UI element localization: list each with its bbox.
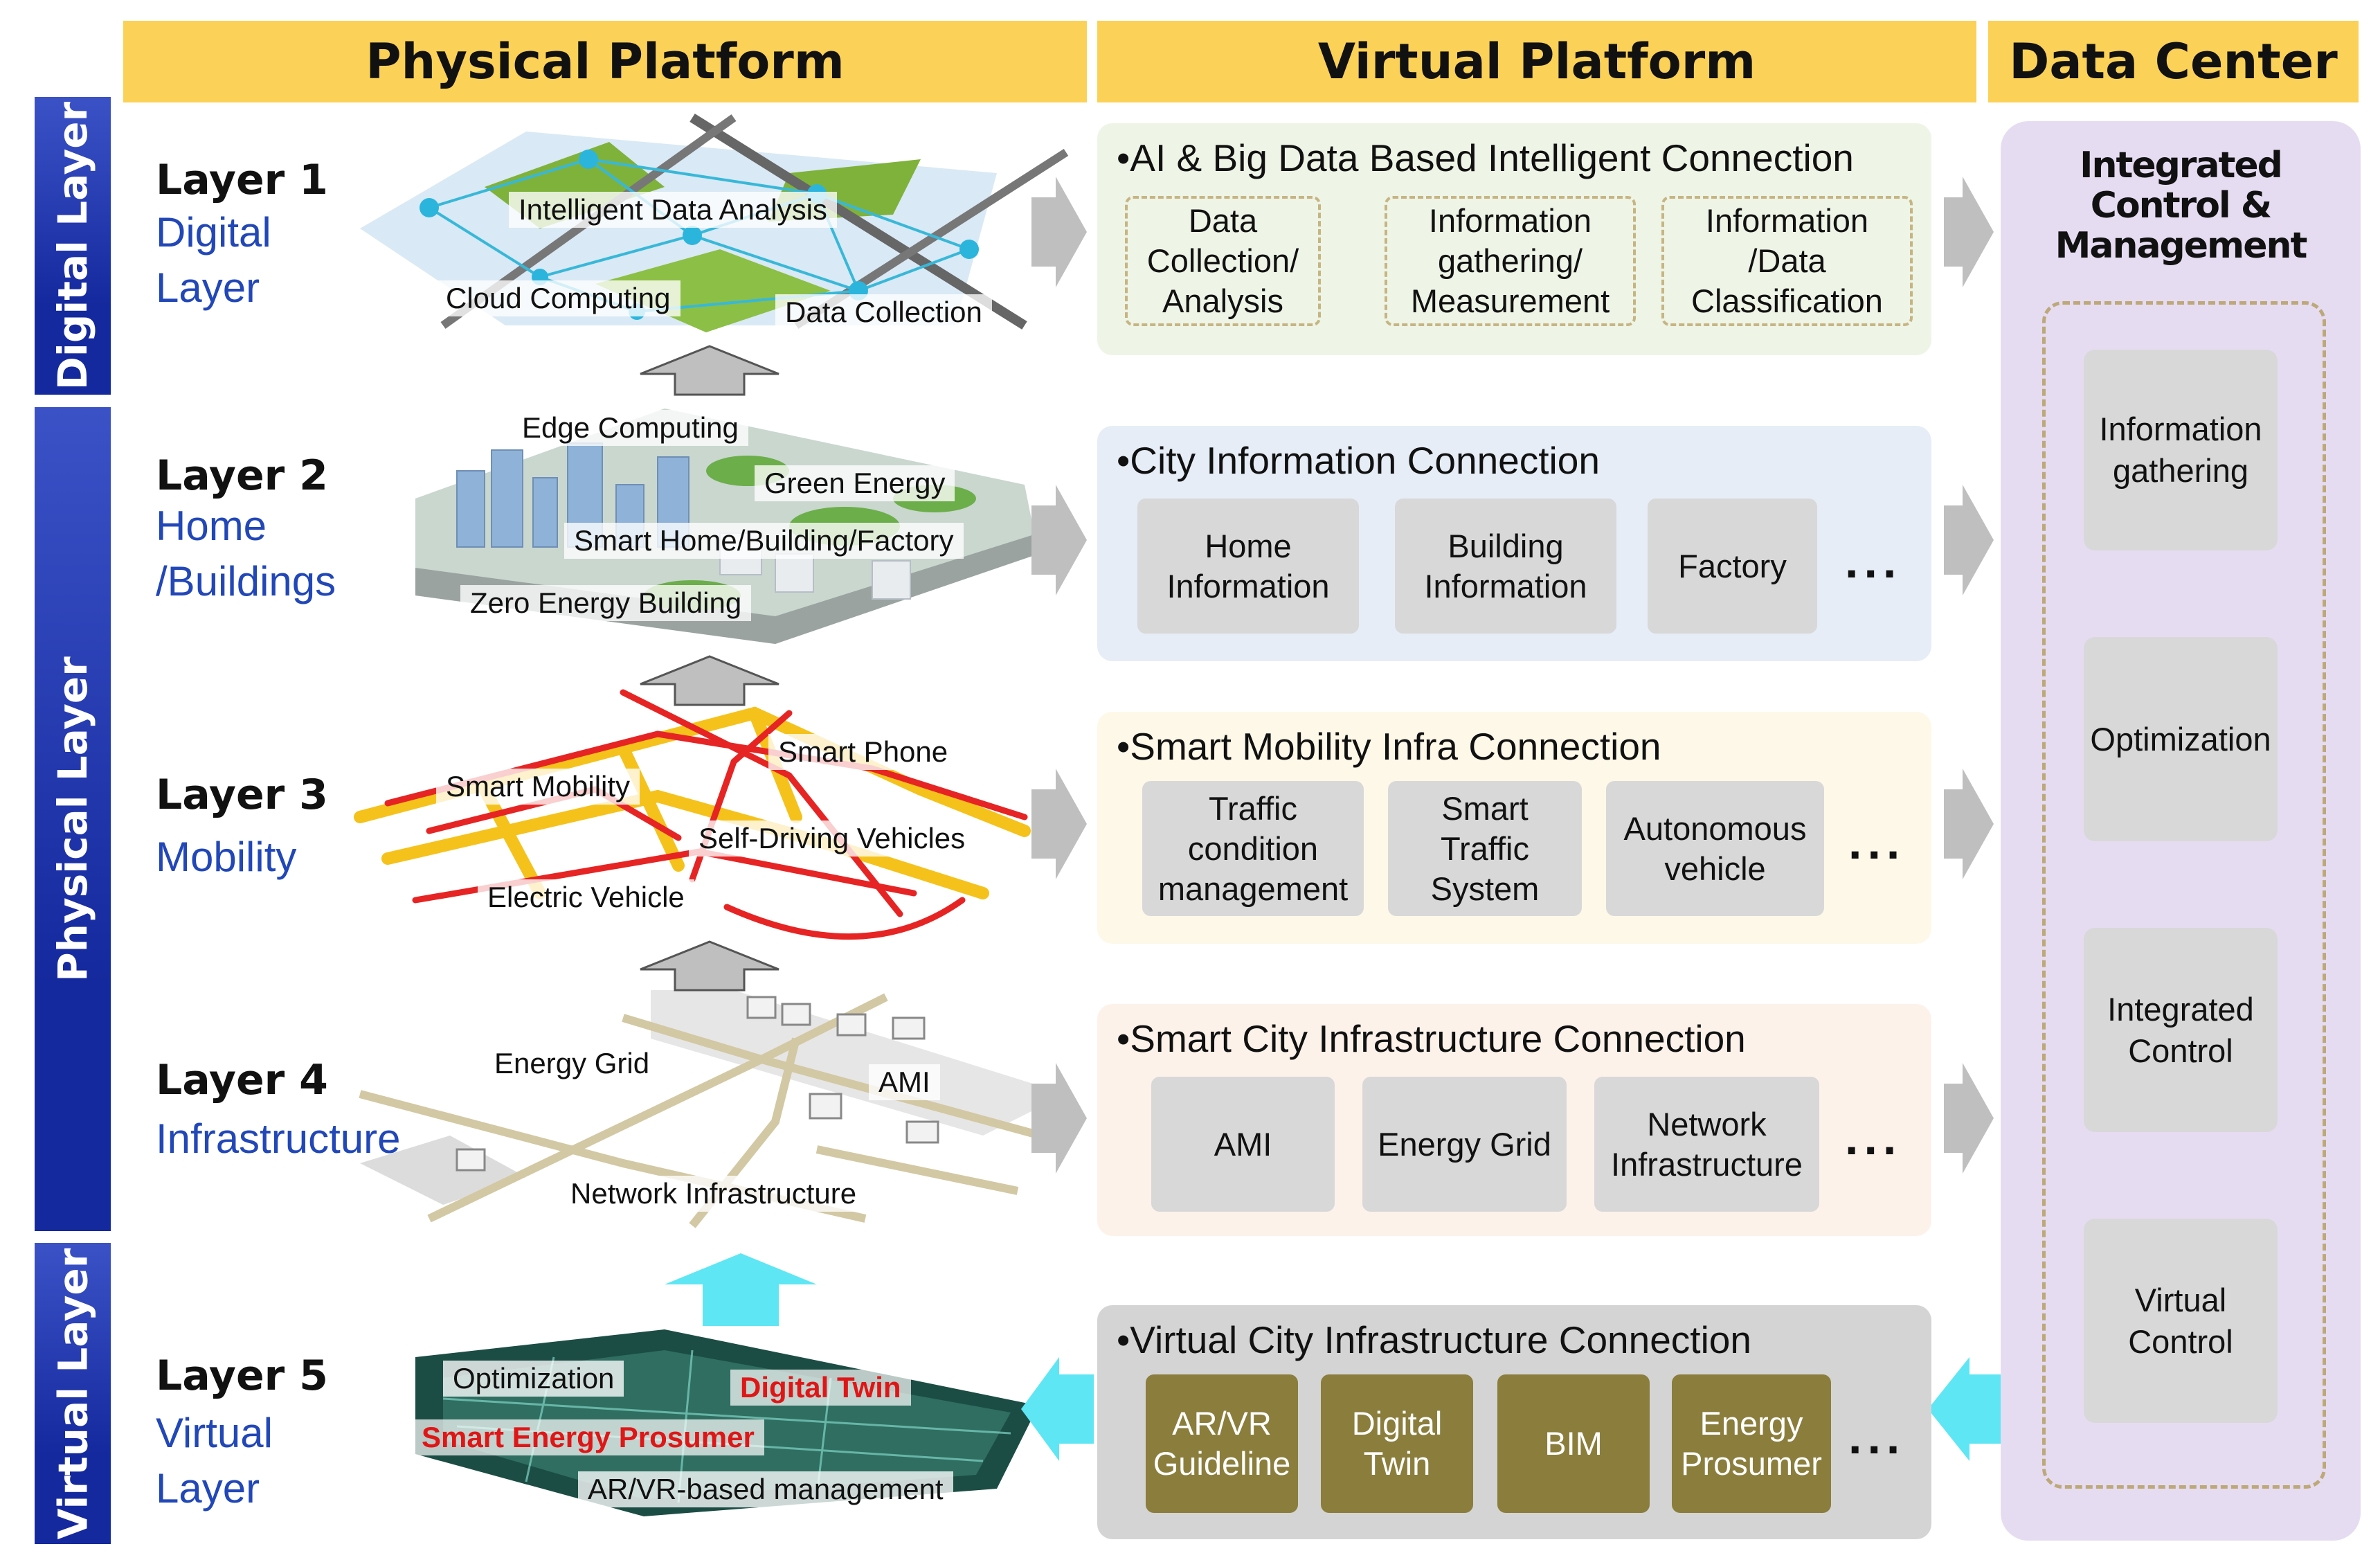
layer-1-title: Layer 1 [156,156,328,204]
box-information-data-classification: Information /Data Classification [1661,196,1913,326]
layer-3-title: Layer 3 [156,771,328,819]
label-zero-energy-building: Zero Energy Building [460,585,752,621]
cyan-up-arrow [665,1253,817,1326]
panel-smart-mobility-title: •Smart Mobility Infra Connection [1117,725,1661,768]
label-energy-grid: Energy Grid [485,1046,660,1082]
panel-virtual-city-infrastructure-title: •Virtual City Infrastructure Connection [1117,1318,1751,1361]
label-optimization: Optimization [443,1361,624,1397]
label-data-collection: Data Collection [775,294,992,330]
header-data-center: Data Center [1988,21,2359,102]
box-energy-grid: Energy Grid [1362,1077,1567,1212]
band-digital-layer: Digital Layer [35,97,111,395]
ellipsis: ... [1845,534,1902,588]
right-arrows-physical [1031,177,1087,1174]
label-cloud-computing: Cloud Computing [436,280,680,316]
datacenter-title: Integrated Control & Management [2055,145,2308,267]
box-network-infrastructure: Network Infrastructure [1594,1077,1819,1212]
label-digital-twin: Digital Twin [730,1370,911,1406]
ellipsis: ... [1845,1111,1902,1165]
panel-city-information-title: •City Information Connection [1117,439,1600,482]
panel-ai-big-data-title: •AI & Big Data Based Intelligent Connect… [1117,136,1854,179]
header-physical-platform: Physical Platform [123,21,1087,102]
layer-3-subtitle: Mobility [156,834,297,880]
dc-step-virtual-control: Virtual Control [2084,1219,2278,1423]
layer-5-title: Layer 5 [156,1352,328,1400]
box-factory: Factory [1648,499,1817,634]
panel-smart-city-infrastructure-title: •Smart City Infrastructure Connection [1117,1017,1746,1060]
box-home-information: Home Information [1137,499,1359,634]
panel-ai-big-data: •AI & Big Data Based Intelligent Connect… [1097,123,1931,355]
label-ami: AMI [869,1064,940,1100]
box-ar-vr-guideline: AR/VR Guideline [1146,1374,1298,1513]
box-autonomous-vehicle: Autonomous vehicle [1606,781,1824,916]
layer-4-subtitle: Infrastructure [156,1115,401,1162]
box-data-collection-analysis: Data Collection/ Analysis [1125,196,1321,326]
band-physical-layer: Physical Layer [35,407,111,1231]
panel-smart-city-infrastructure: •Smart City Infrastructure Connection AM… [1097,1004,1931,1236]
label-self-driving-vehicles: Self-Driving Vehicles [689,821,975,857]
box-building-information: Building Information [1395,499,1616,634]
box-smart-traffic-system: Smart Traffic System [1388,781,1582,916]
box-bim: BIM [1497,1374,1650,1513]
header-virtual-platform: Virtual Platform [1097,21,1976,102]
box-energy-prosumer: Energy Prosumer [1672,1374,1831,1513]
panel-city-information: •City Information Connection Home Inform… [1097,426,1931,661]
layer-2-subtitle: Home /Buildings [156,503,336,604]
box-traffic-condition-management: Traffic condition management [1142,781,1364,916]
up-arrows [640,345,779,992]
label-electric-vehicle: Electric Vehicle [478,879,694,915]
label-smart-energy-prosumer: Smart Energy Prosumer [412,1419,764,1455]
box-digital-twin: Digital Twin [1321,1374,1473,1513]
dc-step-integrated-control: Integrated Control [2084,928,2278,1132]
ellipsis: ... [1848,1410,1906,1464]
layer-5-subtitle: Virtual Layer [156,1410,273,1512]
label-network-infrastructure: Network Infrastructure [561,1176,867,1212]
datacenter-process-frame [2042,301,2326,1489]
layer-4-title: Layer 4 [156,1056,328,1104]
label-green-energy: Green Energy [755,465,955,501]
layer-1-subtitle: Digital Layer [156,209,271,311]
dc-step-information-gathering: Information gathering [2084,350,2278,550]
label-smart-phone: Smart Phone [768,734,958,770]
label-smart-home-building-factory: Smart Home/Building/Factory [564,523,964,559]
ellipsis: ... [1848,815,1906,869]
panel-virtual-city-infrastructure: •Virtual City Infrastructure Connection … [1097,1305,1931,1539]
left-arrows-cyan [1021,1357,2001,1461]
right-arrows-datacenter [1944,177,1994,1174]
label-edge-computing: Edge Computing [512,410,748,446]
box-ami: AMI [1151,1077,1335,1212]
box-information-gathering-measurement: Information gathering/ Measurement [1385,196,1636,326]
band-virtual-layer: Virtual Layer [35,1243,111,1544]
label-smart-mobility: Smart Mobility [436,769,640,805]
label-intelligent-data-analysis: Intelligent Data Analysis [509,192,837,228]
dc-step-optimization: Optimization [2084,637,2278,841]
panel-smart-mobility: •Smart Mobility Infra Connection Traffic… [1097,712,1931,944]
label-ar-vr-management: AR/VR-based management [578,1471,953,1507]
layer-2-title: Layer 2 [156,451,328,500]
